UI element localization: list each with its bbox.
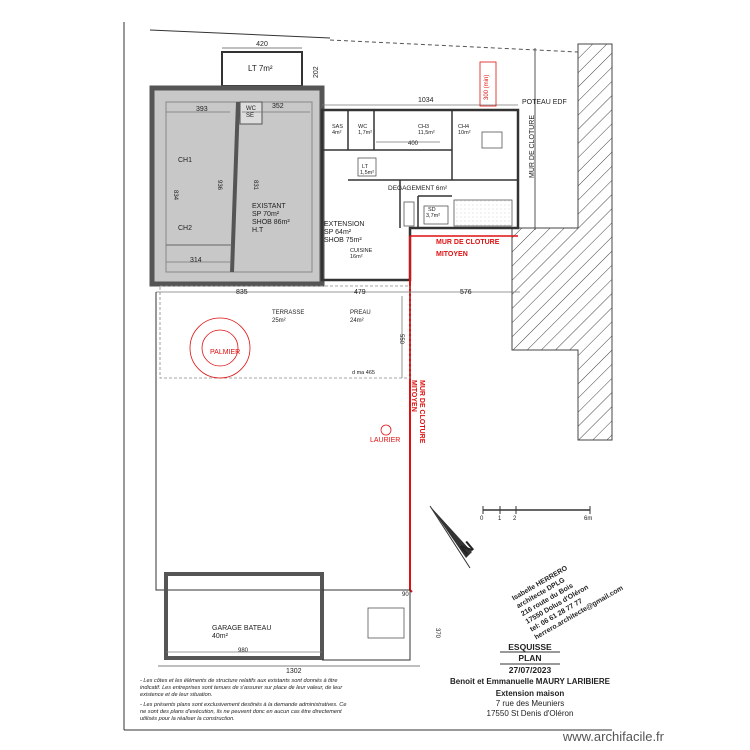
garage-area: 40m² — [212, 633, 229, 640]
dim-370: 370 — [434, 628, 440, 639]
dim-352: 352 — [272, 103, 284, 110]
scale-label-1: 1 — [498, 516, 502, 522]
title-city: 17550 St Denis d'Oléron — [487, 709, 574, 718]
dim-936: 936 — [216, 180, 222, 191]
architect-stamp: Isabelle HERRERO architecte DPLG 216 rou… — [511, 565, 624, 642]
north-arrow-line — [429, 505, 471, 569]
mur-cloture-right: MUR DE CLOTURE — [529, 115, 536, 178]
existant-label: EXISTANT — [252, 203, 286, 210]
dim-576: 576 — [460, 289, 472, 296]
dim-465: d ma 465 — [352, 370, 375, 376]
ch1-label: CH1 — [178, 157, 192, 164]
lt-room-label: LT 7m² — [248, 64, 273, 73]
plot-boundary-top-dashed — [329, 39, 579, 53]
dim-980: 980 — [238, 648, 249, 654]
boundary-offset-box — [479, 61, 497, 107]
title-plan: PLAN — [518, 653, 541, 663]
terrasse-area: 25m² — [272, 318, 286, 324]
title-esquisse: ESQUISSE — [508, 642, 552, 652]
palmier-canopy — [189, 317, 251, 379]
extension-label: EXTENSION — [324, 221, 364, 228]
scale-label-0: 0 — [480, 516, 484, 522]
wc-box — [239, 101, 263, 125]
dim-834: 834 — [172, 190, 178, 201]
degagement-label: DEGAGEMENT 6m² — [388, 185, 448, 192]
dim-1034: 1034 — [418, 97, 434, 104]
lt-cupboard — [357, 157, 377, 177]
ch2-label: CH2 — [178, 225, 192, 232]
laurier-tree — [380, 424, 392, 436]
title-address: 7 rue des Meuniers — [496, 699, 564, 708]
terrasse-zone — [159, 285, 411, 379]
note-line-6: utilisés pour la réaliser la constructio… — [140, 716, 235, 722]
existing-interior — [165, 101, 313, 273]
mitoyen-top-label: MITOYEN — [436, 251, 468, 258]
note-line-5: ne sont des plans d'exécution, ils ne pe… — [140, 709, 342, 715]
preau-area: 24m² — [350, 318, 364, 324]
north-arrow-icon — [430, 506, 472, 558]
existant-shob: SHOB 86m² — [252, 219, 290, 226]
annexe-room — [367, 607, 405, 639]
dim-835: 835 — [236, 289, 248, 296]
note-line-4: - Les présents plans sont exclusivement … — [140, 702, 346, 708]
title-date: 27/07/2023 — [509, 665, 552, 675]
extension-outline — [320, 108, 520, 282]
existing-partition — [230, 101, 240, 273]
dim-420: 420 — [256, 41, 268, 48]
extension-sp: SP 64m² — [324, 229, 352, 236]
annexe-outline — [322, 589, 411, 661]
terrasse-label: TERRASSE — [272, 310, 304, 316]
mur-mitoyen-side-label: MUR DE CLOTUREMITOYEN — [410, 380, 425, 444]
existant-sp: SP 70m² — [252, 211, 280, 218]
preau-label: PREAU — [350, 310, 371, 316]
neighbour-building-hatch — [511, 43, 613, 441]
existant-ht: H.T — [252, 227, 264, 234]
dim-90: 90 — [402, 592, 409, 598]
plot-boundary-top — [149, 29, 331, 39]
kitchen-counter — [403, 201, 415, 227]
shower — [423, 205, 449, 225]
extension-shob: SHOB 75m² — [324, 237, 362, 244]
dim-479: 479 — [354, 289, 366, 296]
mur-mitoyen-red — [409, 236, 413, 593]
dim-314: 314 — [190, 257, 202, 264]
dim-393: 393 — [196, 106, 208, 113]
poteau-edf: POTEAU EDF — [522, 99, 567, 106]
laurier-label: LAURIER — [370, 437, 400, 444]
title-project: Extension maison — [496, 689, 565, 698]
scale-label-2: 2 — [513, 516, 517, 522]
dim-550: 550 — [398, 334, 404, 345]
dim-831: 831 — [252, 180, 258, 191]
sdb-tiles — [453, 199, 513, 227]
scale-label-6m: 6m — [584, 516, 592, 522]
title-client: Benoit et Emmanuelle MAURY LARIBIERE — [450, 677, 611, 686]
note-line-2: indicatif. Les entreprises sont tenues d… — [140, 685, 343, 691]
garage-label: GARAGE BATEAU — [212, 625, 271, 632]
note-line-3: existence et de leur situation. — [140, 692, 212, 698]
note-line-1: - Les côtes et les éléments de structure… — [140, 678, 337, 684]
ch4-furniture — [481, 131, 503, 149]
palmier-label: PALMIER — [210, 349, 240, 356]
dim-1302: 1302 — [286, 668, 302, 675]
watermark: www.archifacile.fr — [562, 729, 664, 744]
dim-202: 202 — [313, 66, 320, 78]
garage-bateau — [164, 572, 324, 660]
mur-mitoyen-top-label: MUR DE CLOTURE — [436, 239, 500, 246]
dim-300-min: 300 (min) — [484, 75, 490, 100]
dim-400: 400 — [408, 141, 419, 147]
palmier-trunk — [201, 329, 239, 367]
